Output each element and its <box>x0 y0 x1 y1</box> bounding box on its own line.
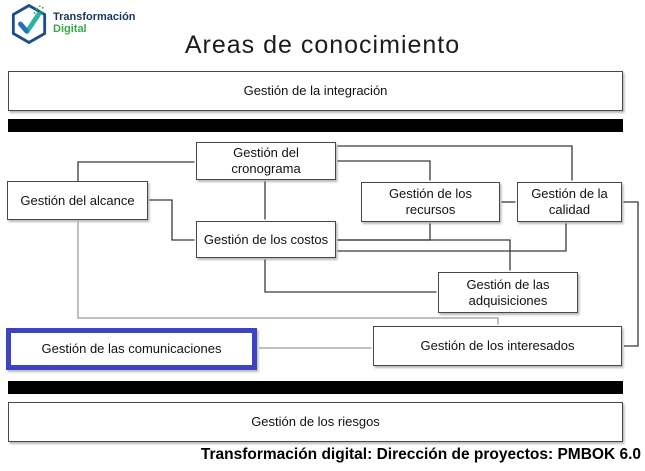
connector-costos-calidad <box>337 223 567 252</box>
connector-cronograma-calidad <box>337 145 573 181</box>
box-costos: Gestión de los costos <box>196 221 336 258</box>
box-adquisiciones: Gestión de las adquisiciones <box>438 272 578 313</box>
connector-costos-adquisiciones-left <box>264 259 437 293</box>
box-integracion: Gestión de la integración <box>8 71 623 111</box>
box-interesados: Gestión de los interesados <box>373 326 622 366</box>
connector-costos-adquisiciones-top <box>337 239 511 271</box>
transformacion-digital-logo: Transformación Digital <box>10 3 160 45</box>
connector-costos-recursos <box>337 223 431 241</box>
divider-bar-bottom <box>8 381 623 394</box>
connector-alcance-cronograma <box>77 161 195 182</box>
box-recursos: Gestión de los recursos <box>361 182 500 222</box>
logo-text-line1: Transformación <box>53 11 136 24</box>
box-alcance: Gestión del alcance <box>7 181 148 220</box>
box-cronograma: Gestión del cronograma <box>196 142 336 180</box>
slide-title: Areas de conocimiento <box>184 31 461 59</box>
connector-cronograma-recursos <box>337 160 431 181</box>
box-riesgos: Gestión de los riesgos <box>8 402 623 442</box>
slide-caption: Transformación digital: Dirección de pro… <box>200 446 641 463</box>
box-calidad: Gestión de la calidad <box>517 182 622 222</box>
connector-calidad-interesados <box>623 201 639 347</box>
hexagon-check-icon <box>10 3 48 45</box>
connector-alcance-costos <box>149 199 195 241</box>
logo-text-line2: Digital <box>53 23 87 35</box>
box-comunicaciones: Gestión de las comunicaciones <box>6 328 257 370</box>
divider-bar-top <box>8 119 623 132</box>
